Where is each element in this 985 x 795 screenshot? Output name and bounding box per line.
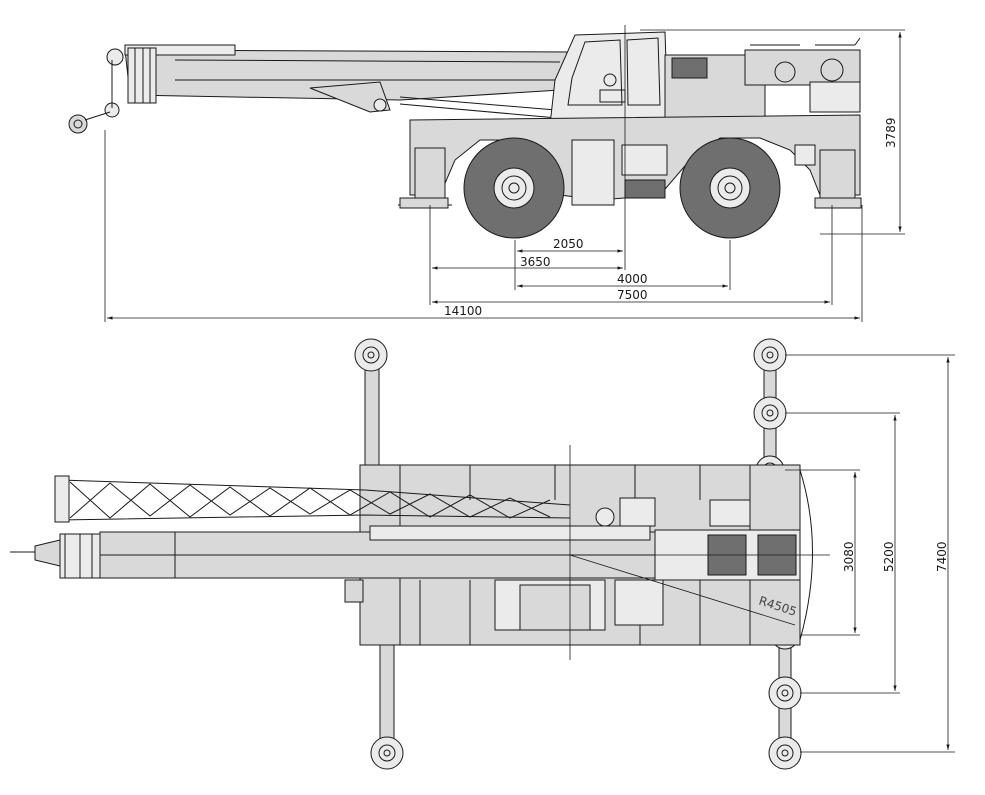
side-dimensions: 2050 3650 4000 7500 14100 3789	[104, 29, 905, 322]
top-view: 3080 5200 7400 R4505	[10, 338, 955, 770]
lattice-jib-top	[54, 475, 571, 523]
boom-top	[10, 525, 661, 579]
side-view: 2050 3650 4000 7500 14100 3789	[68, 25, 905, 322]
dim-7500: 7500	[617, 288, 648, 302]
superstructure-side	[664, 37, 861, 126]
dim-2050: 2050	[553, 237, 584, 251]
dim-14100: 14100	[444, 304, 482, 318]
wheel-rear-side	[679, 137, 781, 239]
boom-side	[68, 44, 581, 134]
carrier-side	[398, 114, 862, 209]
dim-7400: 7400	[935, 541, 949, 572]
dim-3080: 3080	[842, 541, 856, 572]
dim-3650: 3650	[520, 255, 551, 269]
upper-deck-top	[595, 497, 801, 581]
wheel-front-side	[463, 137, 565, 239]
dim-4000: 4000	[617, 272, 648, 286]
dim-5200: 5200	[882, 541, 896, 572]
dim-3789: 3789	[884, 117, 898, 148]
top-dimensions: 3080 5200 7400 R4505	[757, 354, 955, 753]
